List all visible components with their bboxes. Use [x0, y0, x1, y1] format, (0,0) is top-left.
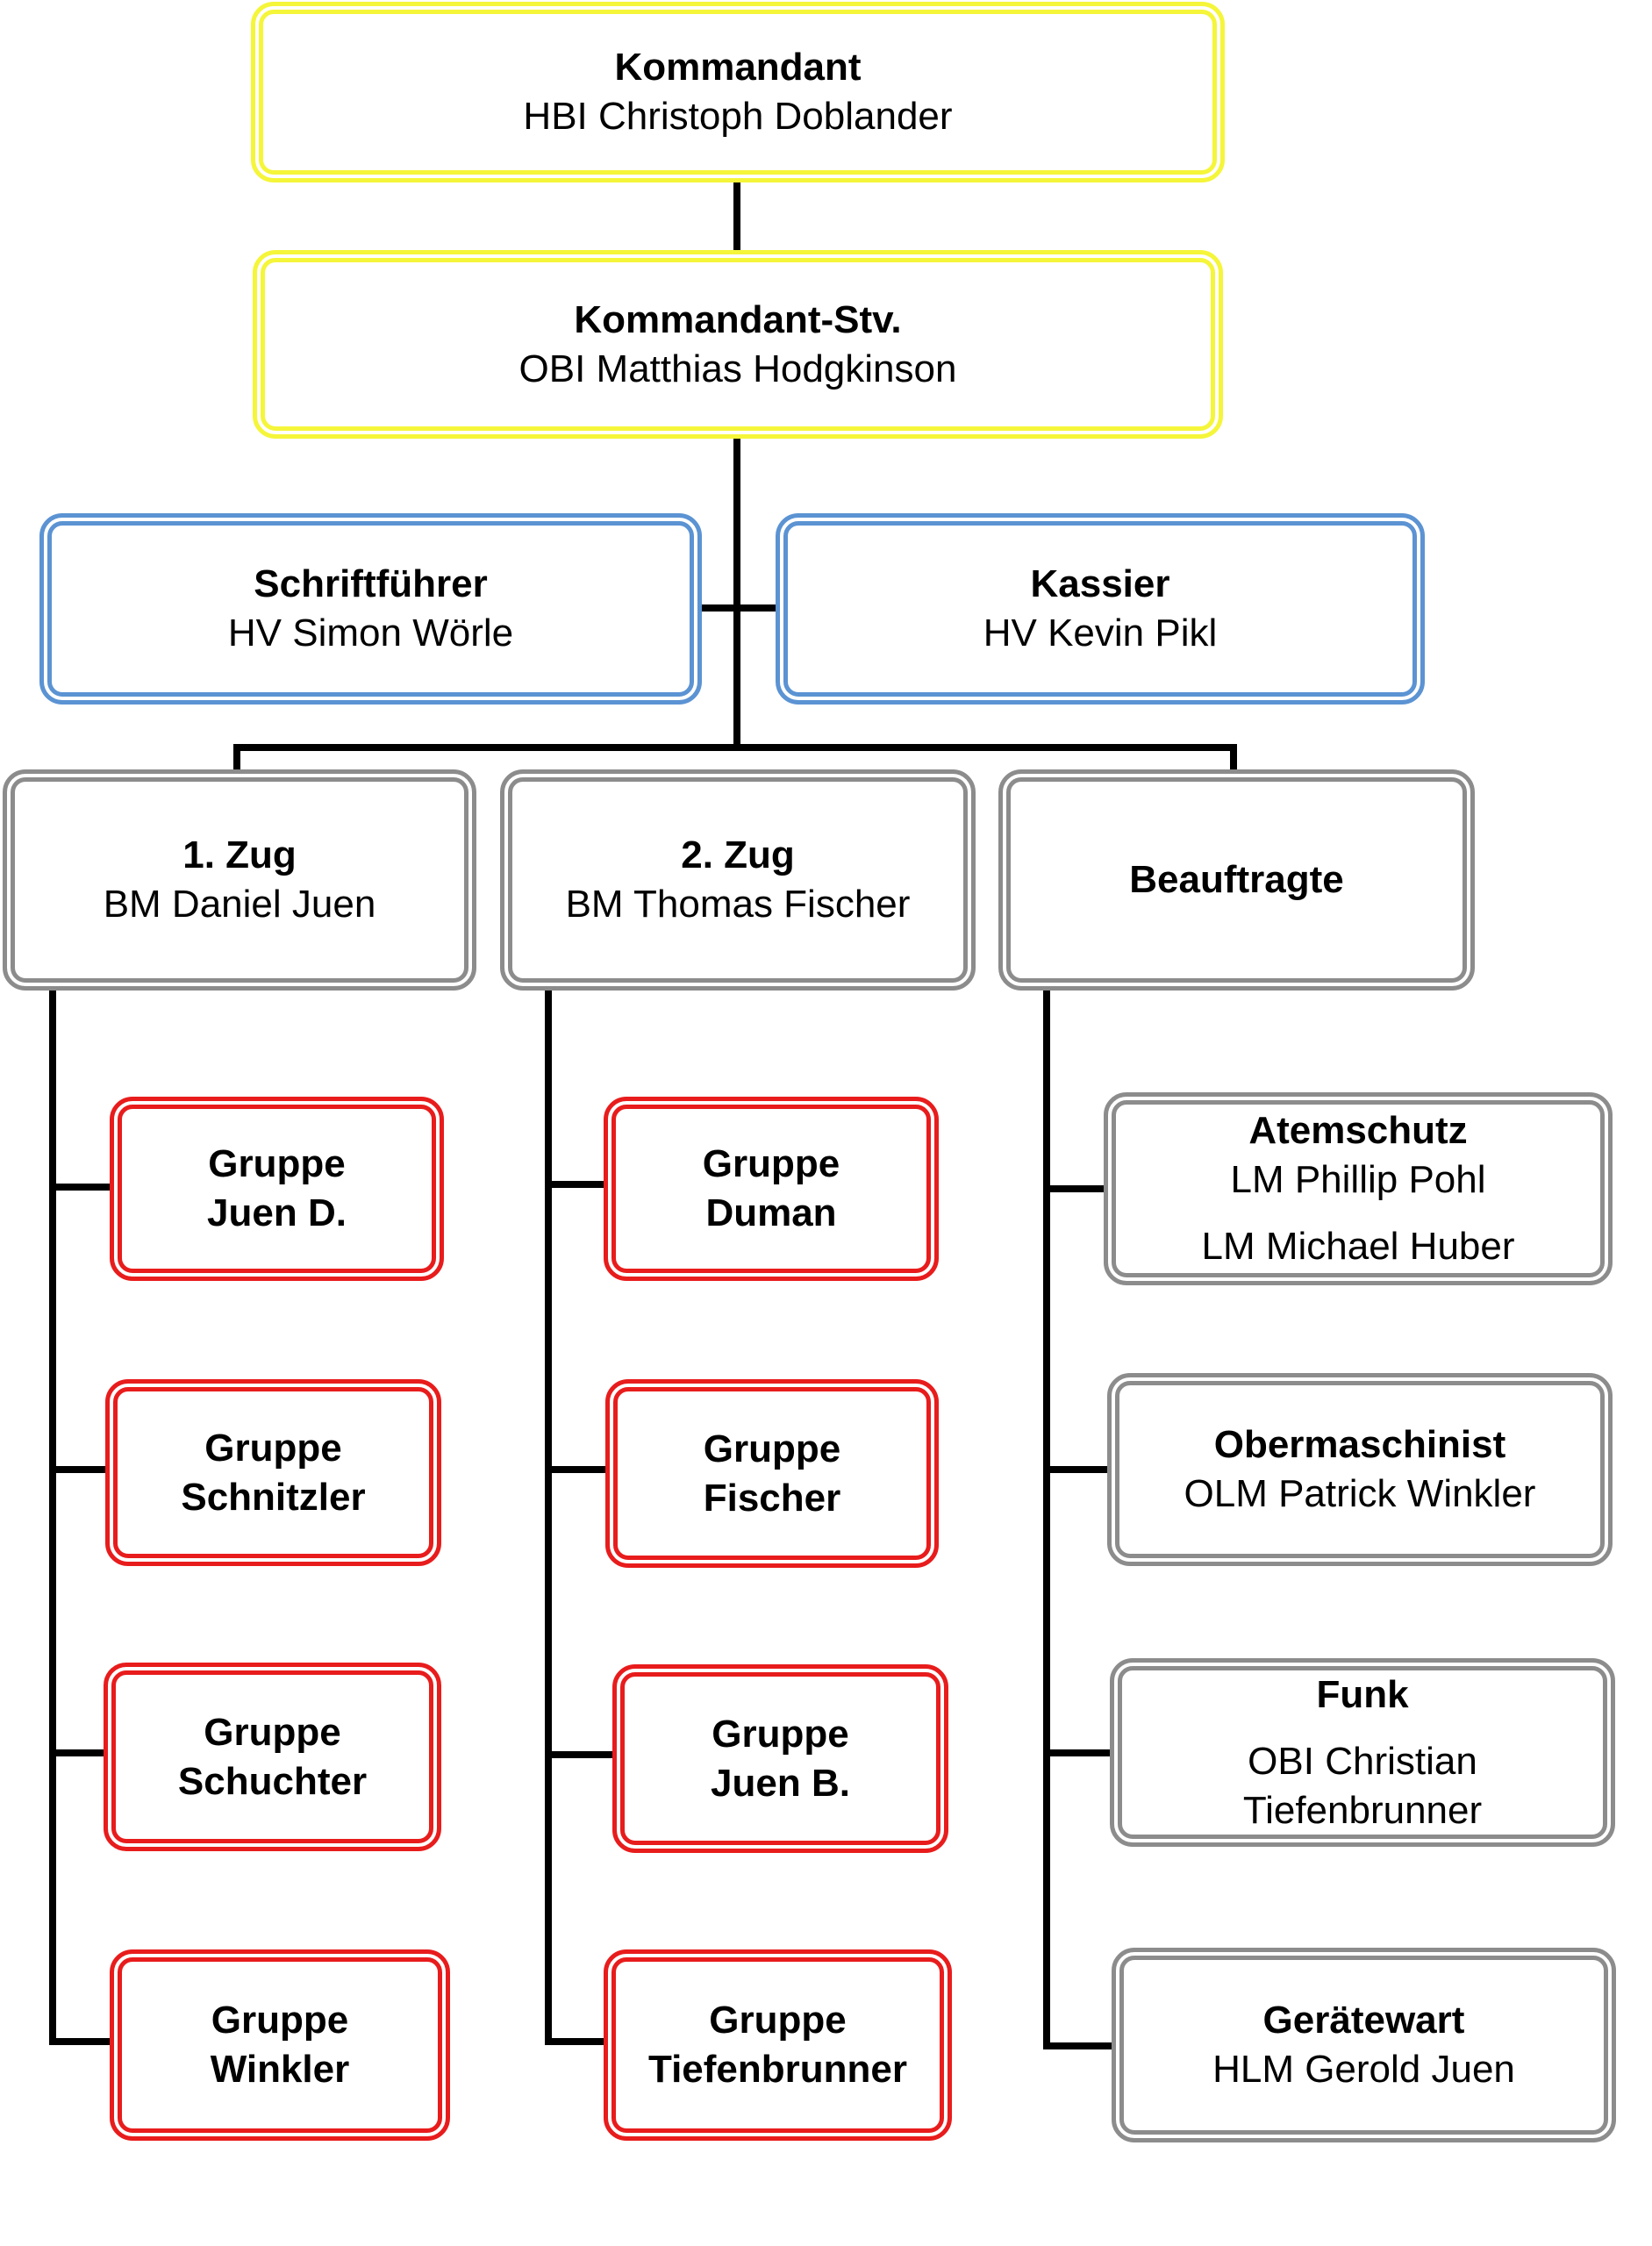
group-label: Gruppe [204, 1426, 342, 1470]
secretary-name: HV Simon Wörle [227, 612, 514, 654]
role-name: OBI Christian [1248, 1739, 1477, 1783]
role-name: LM Michael Huber [1201, 1225, 1515, 1268]
role-box-geraetewart: Gerätewart HLM Gerold Juen [1112, 1948, 1616, 2142]
role-name: Tiefenbrunner [1242, 1788, 1483, 1832]
role-name: LM Phillip Pohl [1230, 1158, 1486, 1201]
zug2-group-box: Gruppe Juen B. [612, 1664, 948, 1853]
role-name: OLM Patrick Winkler [1184, 1472, 1536, 1515]
zug2-title: 2. Zug [681, 833, 795, 876]
zug2-group-box: Gruppe Duman [604, 1097, 939, 1281]
group-label: Gruppe [208, 1142, 346, 1185]
zug2-box: 2. Zug BM Thomas Fischer [500, 769, 976, 991]
group-label: Gruppe [709, 1999, 847, 2042]
treasurer-name: HV Kevin Pikl [983, 612, 1218, 654]
group-label: Gruppe [712, 1712, 849, 1756]
group-label: Gruppe [204, 1710, 341, 1754]
deputy-title: Kommandant-Stv. [574, 297, 902, 341]
treasurer-box: Kassier HV Kevin Pikl [776, 513, 1425, 705]
role-title: Gerätewart [1262, 1999, 1465, 2042]
zug1-title: 1. Zug [182, 833, 297, 876]
commander-name: HBI Christoph Doblander [523, 95, 953, 138]
group-leader: Schuchter [177, 1759, 368, 1803]
group-leader: Tiefenbrunner [647, 2048, 907, 2091]
commander-title: Kommandant [614, 46, 862, 89]
role-name: HLM Gerold Juen [1212, 2048, 1515, 2091]
zug1-group-box: Gruppe Juen D. [110, 1097, 444, 1281]
zug2-name: BM Thomas Fischer [565, 883, 911, 926]
zug2-group-box: Gruppe Tiefenbrunner [604, 1949, 952, 2141]
zug1-name: BM Daniel Juen [103, 883, 376, 926]
zug2-group-box: Gruppe Fischer [605, 1379, 939, 1568]
secretary-box: Schriftführer HV Simon Wörle [39, 513, 702, 705]
commander-box: Kommandant HBI Christoph Doblander [251, 2, 1225, 182]
secretary-title: Schriftführer [254, 562, 488, 605]
beauftragte-box: Beauftragte [998, 769, 1475, 991]
beauftragte-title: Beauftragte [1129, 858, 1344, 901]
deputy-box: Kommandant-Stv. OBI Matthias Hodgkinson [253, 250, 1223, 439]
role-box-atemschutz: Atemschutz LM Phillip Pohl LM Michael Hu… [1104, 1092, 1613, 1285]
role-title: Atemschutz [1248, 1109, 1468, 1152]
group-leader: Schnitzler [181, 1475, 366, 1519]
zug1-group-box: Gruppe Winkler [110, 1949, 450, 2141]
treasurer-title: Kassier [1030, 562, 1170, 605]
group-leader: Fischer [703, 1476, 841, 1520]
group-leader: Winkler [210, 2048, 350, 2091]
role-box-obermaschinist: Obermaschinist OLM Patrick Winkler [1107, 1373, 1613, 1566]
group-leader: Juen B. [711, 1761, 850, 1805]
role-title: Funk [1316, 1672, 1409, 1716]
group-label: Gruppe [702, 1142, 840, 1185]
role-title: Obermaschinist [1213, 1423, 1506, 1466]
zug1-group-box: Gruppe Schuchter [104, 1663, 441, 1851]
role-box-funk: Funk OBI Christian Tiefenbrunner [1110, 1658, 1615, 1847]
zug1-group-box: Gruppe Schnitzler [105, 1379, 441, 1566]
zug1-box: 1. Zug BM Daniel Juen [3, 769, 476, 991]
group-leader: Juen D. [207, 1191, 347, 1234]
group-label: Gruppe [703, 1427, 841, 1470]
group-label: Gruppe [211, 1999, 349, 2042]
deputy-name: OBI Matthias Hodgkinson [518, 347, 957, 390]
group-leader: Duman [705, 1191, 837, 1234]
